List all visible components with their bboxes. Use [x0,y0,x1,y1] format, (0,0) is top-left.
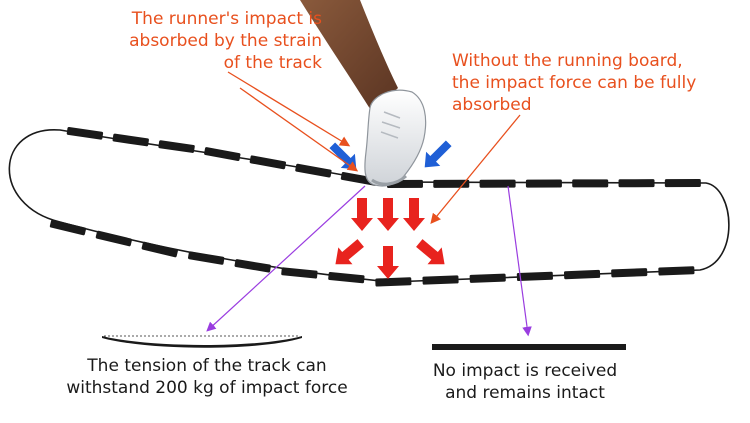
impact-arrow-top-left [351,198,373,231]
impact-arrow-top-right [403,198,425,231]
pointer-tension [206,185,366,332]
belt-slat [295,163,332,178]
impact-arrow-bottom-center [377,246,399,279]
pointer-impact-1 [227,71,351,147]
belt-slats-top [66,126,701,189]
belt-slat [49,219,87,236]
caption-no-impact: No impact is received and remains intact [432,361,618,403]
annotation-without-board: Without the running board, the impact fo… [452,51,697,115]
flexed-belt-illustration [102,335,302,348]
belt-slat [611,268,648,278]
belt-slat [112,133,149,147]
impact-arrow-top-center [377,198,399,231]
belt-slat [422,275,459,285]
impact-arrow-bottom-left [335,239,364,265]
belt-slat [187,251,225,265]
running-shoe-icon [364,89,427,187]
compression-arrow-right [424,140,452,168]
belt-slat [516,271,553,282]
belt-slat [658,266,695,276]
pointer-board [430,114,521,225]
belt-slat [340,171,378,186]
belt-slat [664,179,701,188]
belt-slat [469,273,506,283]
belt-slat [375,277,412,287]
annotation-impact-absorbed: The runner's impact is absorbed by the s… [129,9,322,73]
belt-slat [204,147,241,161]
belt-slat [433,179,470,188]
belt-slat [234,259,271,273]
track-belt [8,126,730,287]
belt-slat [479,179,516,188]
belt-slat [158,140,195,153]
orange-pointers [227,71,521,225]
belt-slat [328,272,365,284]
belt-slat [249,155,287,170]
leg [300,0,398,112]
belt-slat [525,179,562,188]
caption-tension: The tension of the track can withstand 2… [66,356,348,398]
belt-slat [141,241,178,258]
belt-slat [618,179,655,188]
belt-slat [66,126,104,140]
belt-slat [563,269,601,280]
impact-arrows [335,198,445,279]
pointer-impact-2 [239,87,359,172]
pointer-no-impact [507,185,532,337]
purple-pointers [206,185,532,337]
belt-slat [572,179,609,188]
runner-foot [300,0,427,187]
belt-slat [95,230,132,247]
impact-arrow-bottom-right [416,239,445,265]
belt-slat [281,267,318,279]
belt-slats-bottom [49,219,695,287]
rigid-board-illustration [432,344,626,350]
